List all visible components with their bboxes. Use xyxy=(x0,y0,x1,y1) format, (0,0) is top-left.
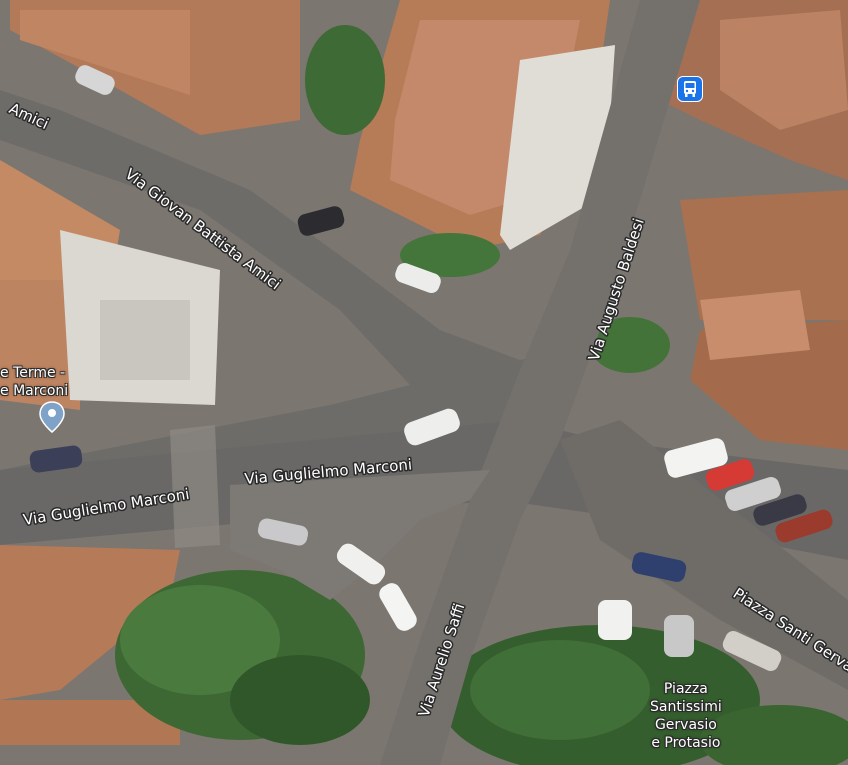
poi-label-line: Santissimi xyxy=(650,699,722,715)
car xyxy=(29,445,83,473)
map-pin-icon[interactable] xyxy=(39,401,65,433)
car xyxy=(75,65,115,95)
car xyxy=(722,630,782,672)
car xyxy=(775,509,833,543)
car xyxy=(598,600,632,640)
tree-cluster xyxy=(470,640,650,740)
car xyxy=(404,408,460,446)
bus-stop-icon[interactable] xyxy=(678,77,702,101)
building-roof xyxy=(720,10,848,130)
poi-label-line: e Marconi xyxy=(0,383,69,399)
building-roof xyxy=(700,290,810,360)
car xyxy=(705,459,755,491)
poi-label-line: Piazza xyxy=(663,681,708,697)
building-roof xyxy=(680,190,848,320)
tree xyxy=(400,233,500,277)
car xyxy=(664,615,694,657)
car xyxy=(664,438,728,478)
road xyxy=(380,0,700,765)
car xyxy=(379,583,417,631)
car xyxy=(336,543,386,585)
traffic-island xyxy=(230,470,490,600)
car xyxy=(725,476,781,512)
poi-label-line: e Protasio xyxy=(651,735,721,751)
building-roof xyxy=(20,10,190,95)
car xyxy=(257,518,309,546)
car xyxy=(753,494,807,526)
tree xyxy=(305,25,385,135)
poi-label-line: e Terme - xyxy=(0,365,66,381)
crosswalk xyxy=(170,425,220,548)
building-roof xyxy=(0,545,180,700)
car xyxy=(395,262,441,294)
tree-cluster xyxy=(230,655,370,745)
bus-icon xyxy=(684,81,696,97)
tree xyxy=(590,317,670,373)
car xyxy=(297,206,345,236)
tree-cluster xyxy=(120,585,280,695)
poi-label-line: Gervasio xyxy=(654,717,717,733)
road xyxy=(560,420,848,690)
building-white xyxy=(100,300,190,380)
car xyxy=(631,552,687,582)
tree-cluster xyxy=(700,705,848,765)
building-roof xyxy=(0,280,80,410)
poi-label-piazza-santissimi-gervasio-e-protasio[interactable]: Piazza Santissimi Gervasio e Protasio xyxy=(650,680,722,752)
poi-label-terme-marconi[interactable]: e Terme - e Marconi xyxy=(0,364,68,400)
